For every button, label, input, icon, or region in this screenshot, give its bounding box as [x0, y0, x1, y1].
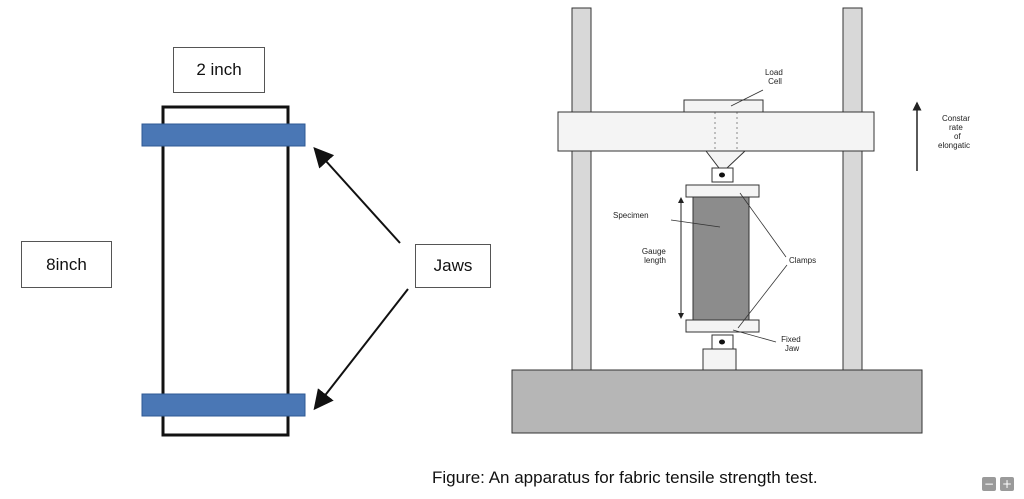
arrow-to-top-jaw — [313, 147, 401, 244]
jaws-label: Jaws — [415, 244, 491, 288]
specimen-outline — [161, 105, 290, 437]
arrow-to-bottom-jaw — [313, 288, 409, 411]
width-label: 2 inch — [173, 47, 265, 93]
tensile-apparatus-diagram: Load Cell Constar rate of elongatic Spec… — [511, 7, 972, 434]
bottom-clamp — [685, 319, 760, 333]
specimen-schematic — [141, 105, 409, 437]
top-clamp — [685, 184, 760, 198]
fixed-jaw-label: Fixed Jaw — [781, 335, 803, 353]
left-post — [571, 7, 592, 371]
zoom-controls: − + — [982, 477, 1014, 491]
crosshead — [557, 111, 875, 152]
bottom-jaw — [141, 393, 306, 417]
base-plate — [511, 369, 923, 434]
figure-caption: Figure: An apparatus for fabric tensile … — [432, 468, 818, 487]
gauge-length-label: Gauge length — [642, 247, 668, 265]
load-cell-label: Load Cell — [765, 68, 785, 86]
zoom-in-button[interactable]: + — [1000, 477, 1014, 491]
specimen-label: Specimen — [613, 211, 649, 220]
clamps-label: Clamps — [789, 256, 816, 265]
length-label: 8inch — [21, 241, 112, 288]
right-post — [842, 7, 863, 371]
zoom-out-button[interactable]: − — [982, 477, 996, 491]
load-cell — [683, 99, 764, 113]
rate-label: Constar rate of elongatic — [938, 114, 972, 150]
specimen — [692, 196, 750, 321]
top-jaw — [141, 123, 306, 147]
